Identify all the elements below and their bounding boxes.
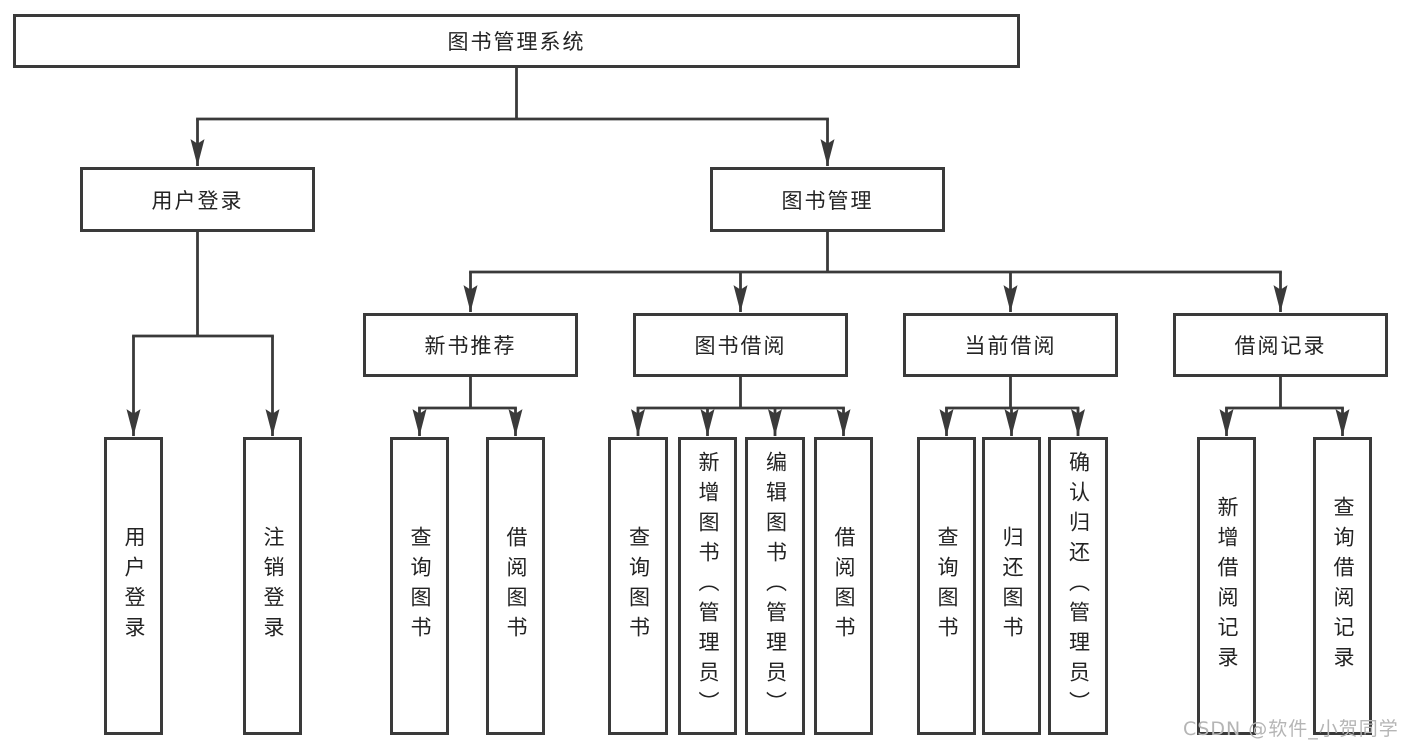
connector-login-to-leaves [126,232,280,436]
node-label: 用户登录 [151,188,244,213]
node-label: 当前借阅 [964,334,1057,358]
node-label: 借阅图书 [504,526,528,646]
leaf-borrow-books: 借阅图书 [814,437,873,735]
leaf-add-books-admin: 新增图书（管理员） [678,437,737,735]
leaf-logout: 注销登录 [243,437,302,735]
node-label: 图书借阅 [694,334,787,358]
connector-mgmt-to-level3 [463,232,1288,312]
leaf-confirm-return-admin: 确认归还（管理员） [1048,437,1108,735]
node-label: 新增借阅记录 [1215,496,1239,676]
node-user-login: 用户登录 [80,167,315,232]
leaf-query-borrow-record: 查询借阅记录 [1313,437,1372,735]
node-label: 查询图书 [408,526,432,646]
node-label: 图书管理系统 [447,30,586,54]
leaf-user-login: 用户登录 [104,437,163,735]
node-label: 归还图书 [1000,526,1024,646]
csdn-watermark: CSDN @软件_小贺同学 [1183,718,1399,740]
node-label: 图书管理 [781,188,874,213]
node-new-book-recommend: 新书推荐 [363,313,578,377]
node-label: 注销登录 [261,526,285,646]
node-book-borrowing: 图书借阅 [633,313,848,377]
node-label: 用户登录 [122,526,146,646]
connector-record-to-leaves [1219,377,1350,436]
leaf-add-borrow-record: 新增借阅记录 [1197,437,1256,735]
connector-root-to-level2 [190,68,835,166]
node-root-library-system: 图书管理系统 [13,14,1020,68]
node-book-management: 图书管理 [710,167,945,232]
node-borrow-records: 借阅记录 [1173,313,1388,377]
connector-newbook-to-leaves [412,377,523,436]
node-label: 编辑图书（管理员） [763,451,788,721]
leaf-query-books-current: 查询图书 [917,437,976,735]
node-label: 借阅图书 [832,526,856,646]
node-current-borrowing: 当前借阅 [903,313,1118,377]
leaf-query-books-borrow: 查询图书 [608,437,668,735]
leaf-return-books: 归还图书 [982,437,1041,735]
connector-borrow-to-leaves [631,377,851,436]
node-label: 确认归还（管理员） [1066,451,1091,721]
node-label: 查询借阅记录 [1331,496,1355,676]
node-label: 查询图书 [626,526,651,646]
node-label: 查询图书 [935,526,959,646]
leaf-edit-books-admin: 编辑图书（管理员） [745,437,805,735]
connector-current-to-leaves [939,377,1085,436]
node-label: 新书推荐 [424,334,517,358]
leaf-query-books-recommend: 查询图书 [390,437,449,735]
node-label: 新增图书（管理员） [696,451,720,721]
node-label: 借阅记录 [1234,334,1327,358]
leaf-borrow-books-recommend: 借阅图书 [486,437,545,735]
